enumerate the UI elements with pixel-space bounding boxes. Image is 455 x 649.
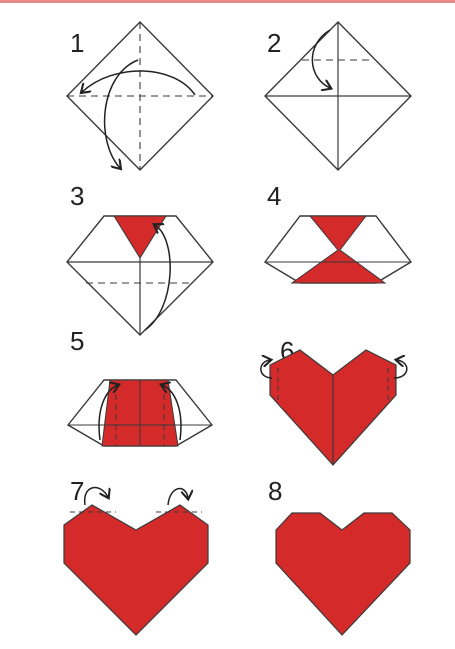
red-heart-shape — [64, 505, 208, 635]
step-4-number: 4 — [267, 181, 281, 211]
step-2-number: 2 — [267, 28, 281, 58]
step-2: 2 — [265, 22, 411, 170]
step-8-number: 8 — [268, 476, 282, 506]
step-5-number: 5 — [70, 326, 84, 356]
turn-arrow-right — [168, 489, 188, 505]
step-7: 7 — [64, 476, 208, 635]
finished-red-heart — [276, 513, 410, 635]
step-6: 6 — [261, 336, 407, 465]
step-3: 3 — [67, 181, 213, 335]
top-bar — [0, 0, 455, 3]
step-8: 8 — [268, 476, 410, 635]
step-5: 5 — [68, 326, 212, 446]
turn-arrow-left — [85, 488, 108, 505]
step-1-number: 1 — [70, 28, 84, 58]
step-1: 1 — [67, 22, 213, 170]
step-3-number: 3 — [70, 181, 84, 211]
step-4: 4 — [265, 181, 411, 283]
step-7-number: 7 — [70, 476, 84, 506]
